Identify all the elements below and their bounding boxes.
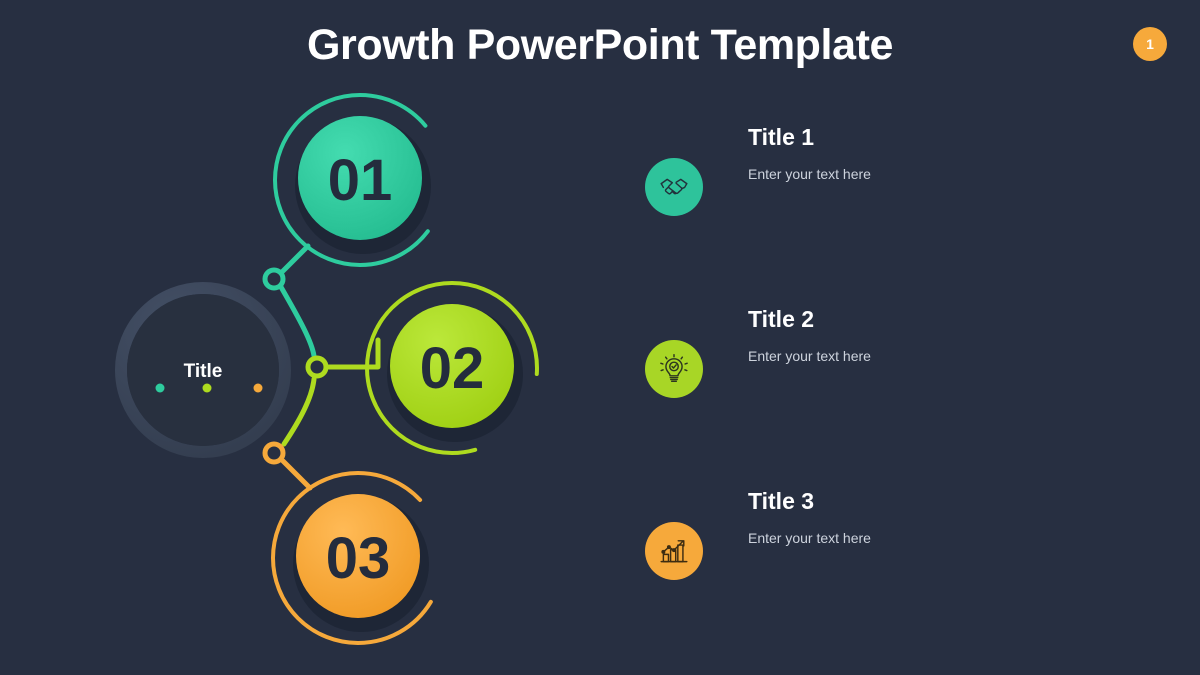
step-03-number: 03 — [326, 526, 391, 591]
center-node-label: Title — [184, 361, 223, 382]
step-node-03[interactable]: 03 — [271, 471, 445, 645]
center-dot-lime — [202, 383, 212, 393]
list-item-3-title: Title 3 — [748, 488, 815, 514]
slide-number-badge: 1 — [1133, 27, 1167, 61]
joint-node-lime — [305, 355, 329, 379]
handshake-icon — [645, 158, 703, 216]
list-item-2[interactable]: Title 2 Enter your text here — [640, 308, 1170, 428]
feature-list: Title 1 Enter your text here — [640, 0, 1200, 675]
list-item-1-text: Title 1 Enter your text here — [748, 124, 871, 182]
list-item-1-description: Enter your text here — [748, 166, 871, 182]
joint-node-teal — [262, 267, 286, 291]
step-node-01[interactable]: 01 — [273, 93, 447, 267]
center-node-face — [127, 294, 279, 446]
connector-teal — [278, 243, 317, 359]
page-title: Growth PowerPoint Template — [306, 21, 894, 69]
bar-chart-growth-icon — [645, 522, 703, 580]
lightbulb-check-icon — [645, 340, 703, 398]
list-item-2-title: Title 2 — [748, 306, 815, 332]
step-02-number: 02 — [420, 336, 485, 401]
list-item-2-text: Title 2 Enter your text here — [748, 306, 871, 364]
step-01-number: 01 — [328, 148, 393, 213]
growth-circles-diagram: 01 02 03 Title — [115, 93, 539, 645]
list-item-2-description: Enter your text here — [748, 348, 871, 364]
list-item-1-title: Title 1 — [748, 124, 815, 150]
step-02-disc — [390, 304, 514, 428]
list-item-3-text: Title 3 Enter your text here — [748, 488, 871, 546]
step-01-disc — [298, 116, 422, 240]
center-node[interactable]: Title — [115, 282, 291, 458]
list-item-1[interactable]: Title 1 Enter your text here — [640, 126, 1170, 246]
connector-orange — [280, 458, 313, 491]
center-dot-teal — [155, 383, 165, 393]
center-node-ring — [115, 282, 291, 458]
list-item-3-description: Enter your text here — [748, 530, 871, 546]
step-03-outer-ring — [271, 471, 445, 645]
center-dot-orange — [253, 383, 263, 393]
joint-node-orange — [262, 441, 286, 465]
step-01-outer-ring — [273, 93, 447, 267]
step-node-02[interactable]: 02 — [365, 281, 539, 455]
connector-lime — [281, 337, 381, 447]
step-02-outer-ring — [365, 281, 539, 455]
step-03-disc — [296, 494, 420, 618]
list-item-3[interactable]: Title 3 Enter your text here — [640, 490, 1170, 610]
